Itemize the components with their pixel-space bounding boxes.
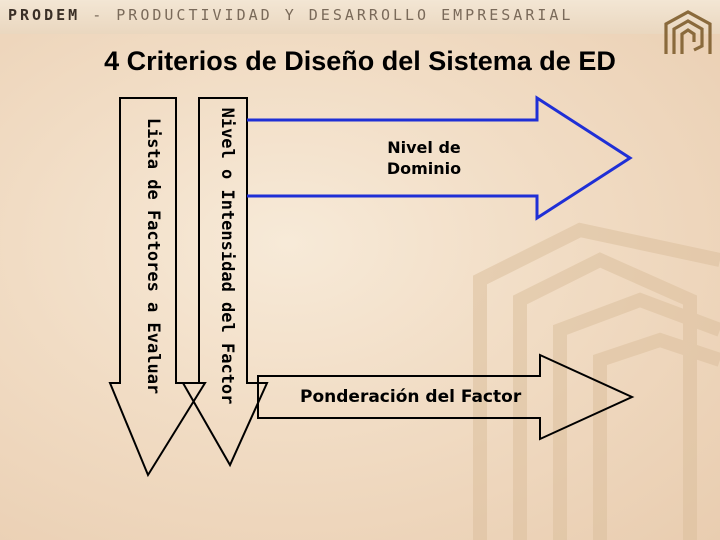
label-nivel-dominio-line-2: Dominio: [386, 159, 462, 178]
label-nivel-dominio: Nivel de Dominio: [364, 137, 484, 179]
prodem-logo-icon: [664, 10, 712, 54]
brand-tagline: PRODUCTIVIDAD Y DESARROLLO EMPRESARIAL: [116, 6, 574, 24]
label-ponderacion-factor: Ponderación del Factor: [300, 387, 522, 407]
arrow-right-dominio: [247, 95, 633, 221]
label-lista-factores: Lista de Factores a Evaluar: [143, 117, 163, 395]
header-band: PRODEM - PRODUCTIVIDAD Y DESARROLLO EMPR…: [0, 0, 720, 34]
arrow-down-nivel: [181, 97, 269, 468]
label-nivel-dominio-line-1: Nivel de: [387, 138, 461, 157]
arrow-right-ponderacion: [257, 353, 635, 441]
brand-separator: -: [80, 6, 117, 24]
label-nivel-intensidad: Nivel o Intensidad del Factor: [217, 107, 237, 405]
slide-title: 4 Criterios de Diseño del Sistema de ED: [104, 46, 616, 76]
brand-name: PRODEM: [8, 6, 81, 24]
brand-header: PRODEM - PRODUCTIVIDAD Y DESARROLLO EMPR…: [8, 6, 573, 24]
arrow-down-lista: [108, 97, 207, 478]
